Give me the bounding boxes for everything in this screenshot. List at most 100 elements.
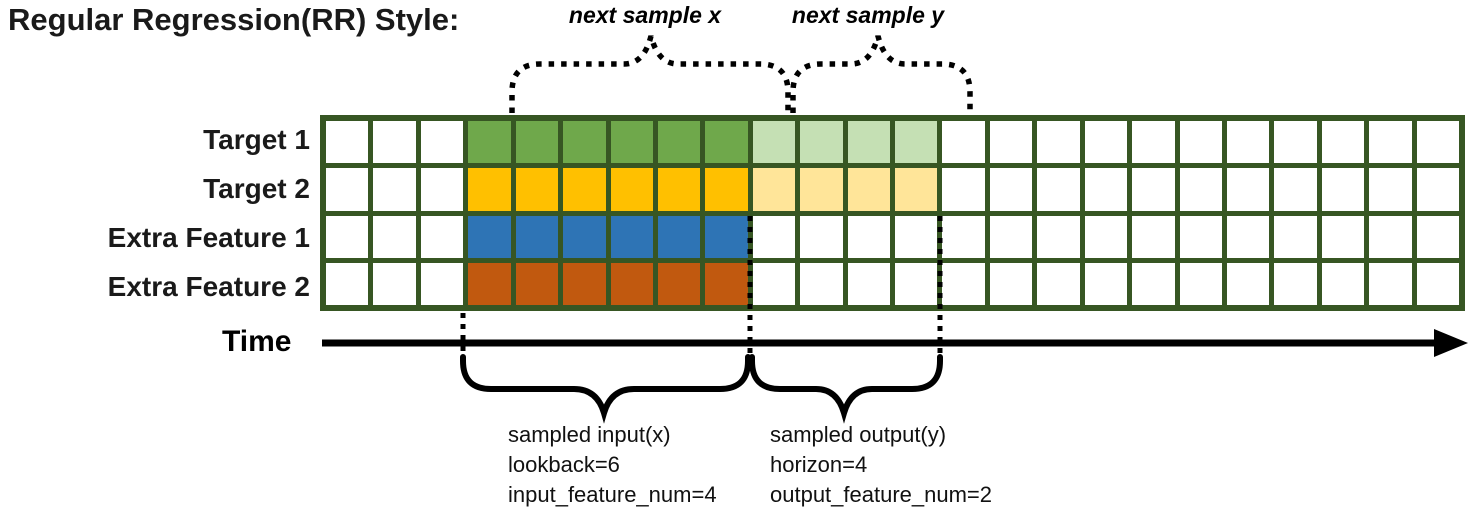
grid-cell bbox=[1321, 262, 1365, 305]
grid-cell bbox=[420, 262, 464, 305]
grid-cell bbox=[563, 168, 606, 211]
grid-cell bbox=[468, 215, 511, 258]
grid-cell bbox=[1084, 215, 1128, 258]
output-feature-num-value: output_feature_num=2 bbox=[770, 482, 993, 507]
grid-cell bbox=[942, 215, 985, 258]
grid-cell bbox=[420, 168, 464, 211]
row-label: Extra Feature 2 bbox=[107, 270, 310, 302]
grid-cell bbox=[610, 121, 653, 164]
grid-cell bbox=[752, 121, 796, 164]
grid-cell bbox=[847, 121, 890, 164]
grid-cell bbox=[895, 262, 938, 305]
sampled-input-title: sampled input(x) bbox=[508, 422, 671, 447]
grid-cell bbox=[989, 168, 1033, 211]
grid-cell bbox=[468, 121, 511, 164]
grid-cell bbox=[1369, 168, 1412, 211]
grid-cell bbox=[895, 168, 938, 211]
grid-cell bbox=[847, 168, 890, 211]
grid-cell bbox=[373, 262, 416, 305]
horizon-value: horizon=4 bbox=[770, 452, 868, 477]
sampled-output-title: sampled output(y) bbox=[770, 422, 947, 447]
grid-cell bbox=[1037, 121, 1080, 164]
input-feature-num-value: input_feature_num=4 bbox=[508, 482, 717, 507]
grid-cell bbox=[800, 262, 843, 305]
sampled-input-brace bbox=[460, 354, 751, 424]
grid-cell bbox=[468, 262, 511, 305]
grid-cell bbox=[1416, 168, 1459, 211]
page-title: Regular Regression(RR) Style: bbox=[8, 2, 460, 37]
grid-cell bbox=[610, 168, 653, 211]
sampled-output-brace bbox=[749, 354, 943, 424]
grid-cell bbox=[563, 262, 606, 305]
next-sample-y-brace bbox=[790, 35, 973, 113]
grid-cell bbox=[847, 262, 890, 305]
grid-cell bbox=[989, 215, 1033, 258]
grid-cell bbox=[989, 121, 1033, 164]
time-arrow-head bbox=[1434, 329, 1468, 357]
grid-cell bbox=[1179, 121, 1222, 164]
grid-cell bbox=[1274, 215, 1317, 258]
next-sample-x-label: next sample x bbox=[568, 2, 722, 28]
grid-cell bbox=[1369, 121, 1412, 164]
grid-cell bbox=[705, 215, 748, 258]
grid-cell bbox=[752, 168, 796, 211]
grid-cell bbox=[420, 215, 464, 258]
sampled-input-note: sampled input(x) lookback=6 input_featur… bbox=[508, 420, 717, 510]
grid-cell bbox=[373, 215, 416, 258]
grid-cell bbox=[657, 121, 701, 164]
grid-cell bbox=[1132, 168, 1175, 211]
grid-cell bbox=[1179, 168, 1222, 211]
grid-cell bbox=[1226, 168, 1270, 211]
grid-cell bbox=[895, 121, 938, 164]
grid-cell bbox=[1226, 121, 1270, 164]
grid-cell bbox=[1037, 215, 1080, 258]
grid-cell bbox=[1321, 121, 1365, 164]
grid-cell bbox=[1416, 262, 1459, 305]
next-sample-x-brace bbox=[509, 35, 791, 113]
grid bbox=[320, 115, 1465, 311]
next-sample-y-label: next sample y bbox=[791, 2, 945, 28]
grid-cell bbox=[800, 168, 843, 211]
grid-cell bbox=[326, 262, 369, 305]
grid-cell bbox=[468, 168, 511, 211]
grid-cell bbox=[326, 121, 369, 164]
grid-cell bbox=[1416, 121, 1459, 164]
grid-cell bbox=[657, 215, 701, 258]
grid-cell bbox=[515, 215, 559, 258]
grid-cell bbox=[705, 262, 748, 305]
time-axis-label: Time bbox=[222, 325, 292, 358]
grid-cell bbox=[989, 262, 1033, 305]
grid-cell bbox=[1132, 215, 1175, 258]
grid-cell bbox=[373, 168, 416, 211]
grid-cell bbox=[1132, 262, 1175, 305]
grid-cell bbox=[800, 215, 843, 258]
sampled-output-note: sampled output(y) horizon=4 output_featu… bbox=[770, 420, 992, 510]
grid-cell bbox=[1132, 121, 1175, 164]
grid-cell bbox=[847, 215, 890, 258]
grid-cell bbox=[1416, 215, 1459, 258]
row-label: Target 1 bbox=[203, 123, 310, 155]
lookback-value: lookback=6 bbox=[508, 452, 620, 477]
grid-cell bbox=[1226, 262, 1270, 305]
grid-cell bbox=[563, 215, 606, 258]
grid-cell bbox=[1226, 215, 1270, 258]
grid-cell bbox=[373, 121, 416, 164]
grid-cell bbox=[1179, 262, 1222, 305]
grid-cell bbox=[563, 121, 606, 164]
grid-cell bbox=[705, 121, 748, 164]
grid-cell bbox=[1274, 121, 1317, 164]
grid-cell bbox=[1037, 262, 1080, 305]
grid-cell bbox=[1274, 168, 1317, 211]
grid-cell bbox=[705, 168, 748, 211]
grid-cell bbox=[515, 168, 559, 211]
grid-cell bbox=[1369, 215, 1412, 258]
grid-cell bbox=[1037, 168, 1080, 211]
grid-cell bbox=[800, 121, 843, 164]
grid-cell bbox=[942, 121, 985, 164]
grid-cell bbox=[657, 168, 701, 211]
grid-cell bbox=[657, 262, 701, 305]
grid-cell bbox=[942, 262, 985, 305]
grid-cell bbox=[515, 121, 559, 164]
